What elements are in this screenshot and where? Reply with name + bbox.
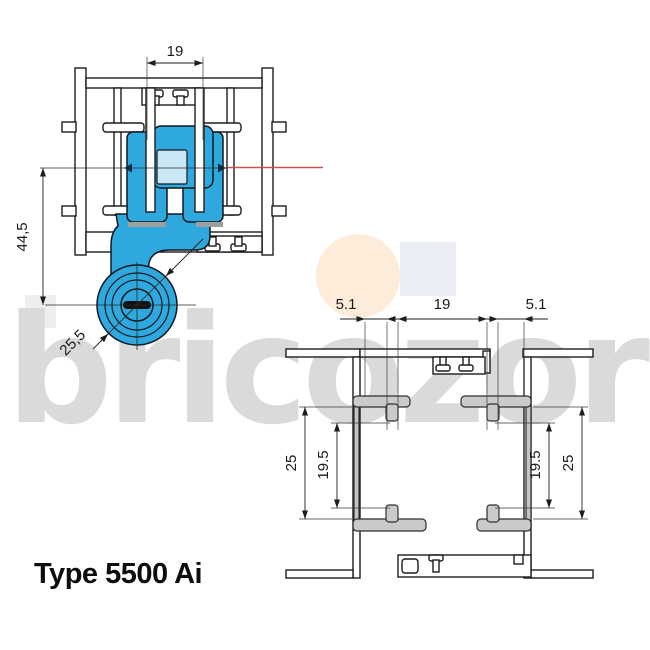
dim-label-25-left: 25 — [283, 455, 300, 472]
dim-label-44-5: 44,5 — [14, 222, 31, 251]
dim-label-5-1-left: 5.1 — [336, 296, 357, 313]
profile-left-wall — [74, 67, 87, 256]
contact-shadow — [128, 222, 166, 227]
bracket-bottom-right — [476, 518, 532, 532]
watermark-circle — [316, 234, 400, 318]
profile-tab — [61, 121, 77, 133]
profile-tab — [61, 205, 77, 217]
axle-marker-left — [124, 163, 132, 173]
top-right-panel — [522, 348, 594, 358]
watermark-square — [400, 242, 456, 296]
dim-label-19-5-right: 19.5 — [527, 450, 544, 479]
dim-label-19-center: 19 — [434, 296, 451, 313]
bracket-top-left — [352, 395, 411, 408]
left-wall-infill — [353, 397, 360, 531]
profile-bottom-channel — [196, 235, 263, 253]
bracket-stub — [486, 403, 500, 422]
wheel-centerline-diag — [102, 270, 172, 340]
bracket-stub — [385, 403, 399, 422]
dimension-left-column: 25 19.5 — [283, 406, 390, 520]
bottom-right-panel — [530, 569, 594, 579]
dimension-height: 44,5 — [14, 168, 46, 305]
top-left-panel — [285, 348, 361, 358]
dim-label-19: 19 — [167, 43, 184, 60]
dimension-right-column: 19.5 25 — [495, 406, 588, 520]
profile-tab — [271, 205, 287, 217]
axle-marker-right — [218, 163, 226, 173]
dimension-track-width: 19 — [146, 43, 204, 140]
axle-block — [156, 149, 188, 185]
contact-shadow — [196, 222, 223, 227]
profile-inner-wall — [113, 87, 122, 216]
page-title: Type 5500 Ai — [34, 558, 203, 590]
profile-fin — [102, 122, 145, 133]
right-section-drawing: 5.1 19 5.1 25 19.5 19.5 25 — [283, 296, 594, 579]
watermark-layer: bricozor — [6, 234, 650, 458]
bottom-channel — [397, 554, 532, 578]
dimension-top-row: 5.1 19 5.1 — [336, 296, 548, 430]
profile-hanging-rib — [145, 87, 156, 213]
profile-tab — [271, 121, 287, 133]
wheel-detail — [45, 262, 196, 350]
profile-inner-wall — [226, 87, 235, 216]
top-channel — [432, 356, 486, 375]
profile-right-wall — [261, 67, 274, 256]
bracket-stub — [486, 504, 500, 523]
dim-label-19-5-left: 19.5 — [315, 450, 332, 479]
profile-hanging-rib — [194, 87, 205, 213]
bracket-stub — [385, 504, 399, 523]
left-section-drawing: 19 44,5 25,5 — [14, 43, 323, 359]
dim-label-5-1-right: 5.1 — [526, 296, 547, 313]
carriage-arm — [110, 213, 211, 281]
top-center-panel — [359, 348, 491, 358]
dim-label-25-right: 25 — [560, 455, 577, 472]
profile-top-panel — [85, 77, 263, 89]
bottom-left-panel — [285, 569, 354, 579]
gray-brackets — [352, 395, 532, 532]
